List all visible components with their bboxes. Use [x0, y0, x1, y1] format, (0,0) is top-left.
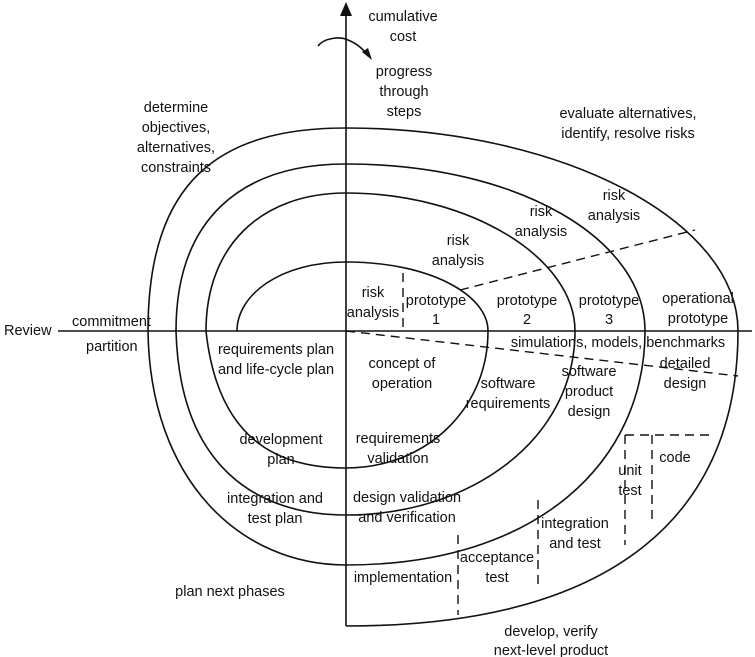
spiral-loop-1	[205, 261, 489, 469]
partition-label: partition	[86, 339, 138, 355]
req-plan-2: and life-cycle plan	[218, 362, 334, 378]
rotation-arrow	[317, 37, 369, 57]
risk-second-2: analysis	[432, 253, 484, 269]
operational-prototype-1: operational	[662, 291, 734, 307]
operational-prototype-2: prototype	[668, 311, 728, 327]
design-val-1: design validation	[353, 490, 461, 506]
acceptance-2: test	[485, 570, 508, 586]
sw-req-2: requirements	[466, 396, 551, 412]
detailed-design-1: detailed	[660, 356, 711, 372]
tl-line-2: objectives,	[142, 120, 211, 136]
br-line-2: next-level product	[494, 643, 608, 657]
review-label: Review	[4, 323, 52, 339]
design-val-2: and verification	[358, 510, 456, 526]
int-test-1: integration	[541, 516, 609, 532]
req-validation-1: requirements	[356, 431, 441, 447]
concept-1: concept of	[369, 356, 437, 372]
sw-design-3: design	[568, 404, 611, 420]
risk-third-1: risk	[530, 204, 553, 220]
dev-plan-2: plan	[267, 452, 294, 468]
acceptance-1: acceptance	[460, 550, 534, 566]
tr-line-1: evaluate alternatives,	[559, 106, 696, 122]
simulations-label: simulations, models, benchmarks	[511, 335, 725, 351]
risk-inner-2: analysis	[347, 305, 399, 321]
tl-line-1: determine	[144, 100, 208, 116]
risk-fourth-1: risk	[603, 188, 626, 204]
tl-line-4: constraints	[141, 160, 211, 176]
simulations-dashed-line	[345, 330, 739, 377]
rotation-arrowhead	[362, 48, 372, 60]
req-validation-2: validation	[367, 451, 428, 467]
prototype1-1: prototype	[406, 293, 466, 309]
tl-line-3: alternatives,	[137, 140, 215, 156]
req-plan-1: requirements plan	[218, 342, 334, 358]
steps-label: steps	[387, 104, 422, 120]
int-plan-2: test plan	[248, 511, 303, 527]
prototype2-1: prototype	[497, 293, 557, 309]
sw-req-1: software	[481, 376, 536, 392]
bl-label: plan next phases	[175, 584, 285, 600]
prototype1-2: 1	[432, 312, 440, 328]
concept-2: operation	[372, 376, 432, 392]
unit-test-2: test	[618, 483, 641, 499]
vertical-axis-arrowhead	[340, 2, 352, 16]
detailed-design-2: design	[664, 376, 707, 392]
sw-design-2: product	[565, 384, 613, 400]
cost-label: cost	[390, 29, 417, 45]
prototype2-2: 2	[523, 312, 531, 328]
int-plan-1: integration and	[227, 491, 323, 507]
spiral-loop-3	[147, 163, 646, 566]
risk-inner-1: risk	[362, 285, 385, 301]
int-test-2: and test	[549, 536, 601, 552]
sw-design-1: software	[562, 364, 617, 380]
implementation-label: implementation	[354, 570, 452, 586]
risk-second-1: risk	[447, 233, 470, 249]
spiral-loop-4	[147, 127, 739, 627]
code-label: code	[659, 450, 690, 466]
risk-third-2: analysis	[515, 224, 567, 240]
tr-line-2: identify, resolve risks	[561, 126, 695, 142]
progress-label: progress	[376, 64, 432, 80]
dev-plan-1: development	[239, 432, 322, 448]
spiral-loop-2	[175, 192, 576, 516]
risk-fourth-2: analysis	[588, 208, 640, 224]
cumulative-label: cumulative	[368, 9, 437, 25]
unit-test-1: unit	[618, 463, 641, 479]
prototype3-2: 3	[605, 312, 613, 328]
prototype3-1: prototype	[579, 293, 639, 309]
br-line-1: develop, verify	[504, 624, 598, 640]
through-label: through	[379, 84, 428, 100]
commitment-label: commitment	[72, 314, 151, 330]
risk-analysis-dashed-line	[459, 229, 696, 291]
